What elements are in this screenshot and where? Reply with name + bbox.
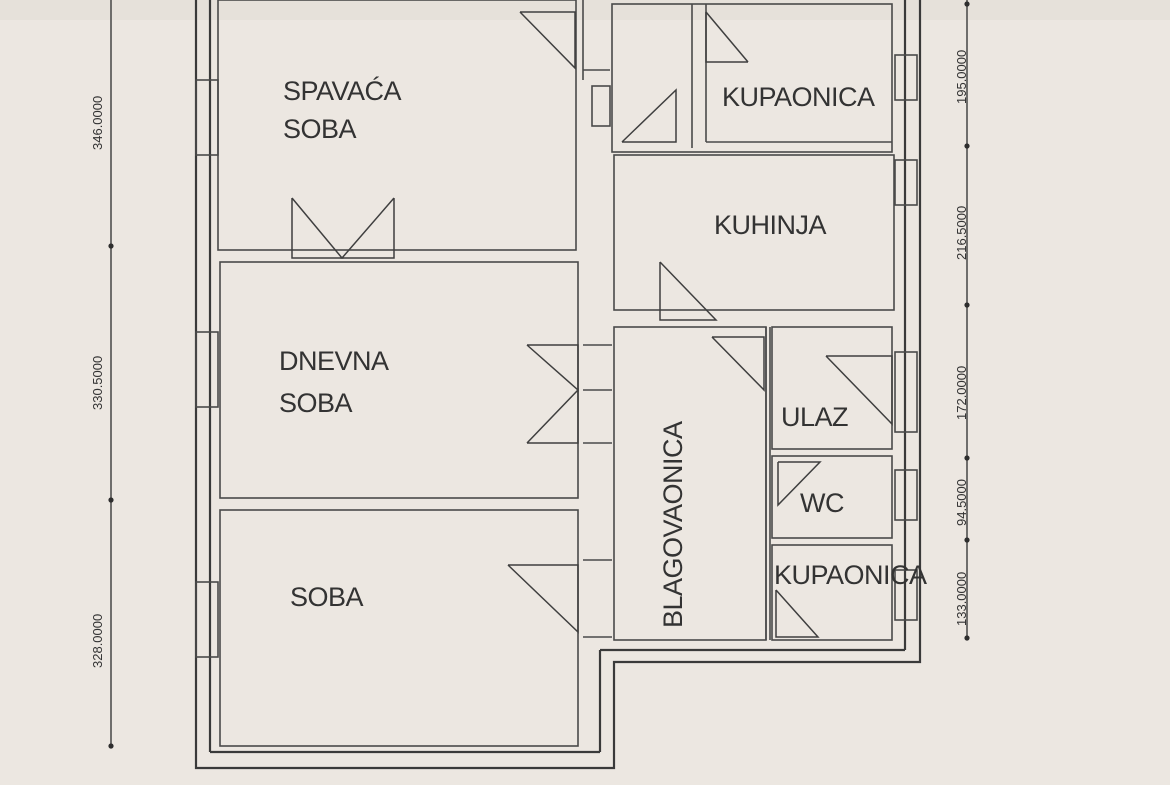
dim-right-3: 172.0000 xyxy=(954,366,969,420)
dim-right-4: 94.5000 xyxy=(954,479,969,526)
label-blagovaonica: BLAGOVAONICA xyxy=(658,421,688,628)
right-dimension-line: 195.0000 216.5000 172.0000 94.5000 133.0… xyxy=(954,0,970,641)
dim-left-1: 346.0000 xyxy=(90,96,105,150)
label-ulaz: ULAZ xyxy=(781,402,848,432)
label-kuhinja: KUHINJA xyxy=(714,210,827,240)
corridor-walls xyxy=(582,0,612,638)
room-labels: SPAVAĆA SOBA KUPAONICA KUHINJA DNEVNA SO… xyxy=(279,75,928,628)
label-kupaonica-bottom: KUPAONICA xyxy=(774,560,927,590)
dim-right-1: 195.0000 xyxy=(954,50,969,104)
left-dimension-line: 346.0000 330.5000 328.0000 xyxy=(90,0,114,749)
door-swings xyxy=(291,11,893,638)
dim-right-2: 216.5000 xyxy=(954,206,969,260)
dim-left-3: 328.0000 xyxy=(90,614,105,668)
label-dnevna-soba-line2: SOBA xyxy=(279,388,353,418)
dim-left-2: 330.5000 xyxy=(90,356,105,410)
label-kupaonica-top: KUPAONICA xyxy=(722,82,875,112)
label-spavaca-soba-line2: SOBA xyxy=(283,114,357,144)
label-soba: SOBA xyxy=(290,582,364,612)
dim-right-5: 133.0000 xyxy=(954,572,969,626)
paper-shadow-top xyxy=(0,0,1170,20)
label-dnevna-soba-line1: DNEVNA xyxy=(279,346,389,376)
right-rooms xyxy=(611,3,895,641)
label-spavaca-soba-line1: SPAVAĆA xyxy=(283,75,402,106)
right-windows xyxy=(894,54,918,621)
label-wc: WC xyxy=(800,488,844,518)
